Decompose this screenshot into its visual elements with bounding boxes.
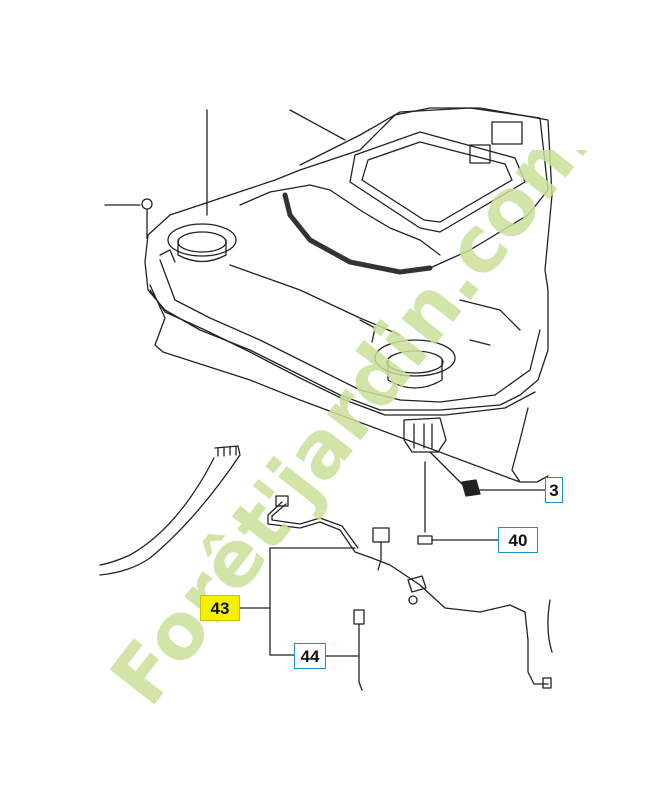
harness-connector — [275, 495, 289, 507]
upper-housing — [299, 107, 549, 269]
right-wheel-well-inner — [386, 350, 444, 374]
callout-40[interactable]: 40 — [498, 527, 538, 553]
bolt-icon — [417, 535, 433, 545]
right-wheel-well — [374, 339, 456, 377]
handle-grip — [99, 445, 241, 576]
callout-3[interactable]: 3 — [545, 477, 563, 503]
leader-line-top-center — [289, 109, 346, 141]
cable-channel-inner — [291, 197, 429, 267]
screw-icon — [141, 198, 153, 210]
chassis-rim — [149, 289, 536, 416]
cable-harness — [267, 501, 549, 685]
top-cover-ridge — [239, 184, 441, 256]
left-wheel-well-inner — [177, 231, 227, 253]
small-clip — [461, 479, 481, 497]
cable-tie-head — [353, 609, 365, 625]
gasket-outline — [149, 284, 549, 483]
left-wheel-well — [167, 223, 237, 257]
callout-43[interactable]: 43 — [200, 595, 240, 621]
callout-44[interactable]: 44 — [294, 643, 326, 669]
harness-plug — [372, 527, 390, 543]
chassis-inner-edge — [159, 259, 541, 403]
harness-inline-connector — [407, 575, 427, 593]
top-opening-inner — [361, 141, 513, 223]
cable-channel — [282, 192, 433, 275]
top-opening-frame — [349, 131, 526, 233]
chassis-outline — [144, 107, 553, 411]
connector-block — [403, 417, 447, 453]
cable-tie-strap — [358, 623, 363, 691]
